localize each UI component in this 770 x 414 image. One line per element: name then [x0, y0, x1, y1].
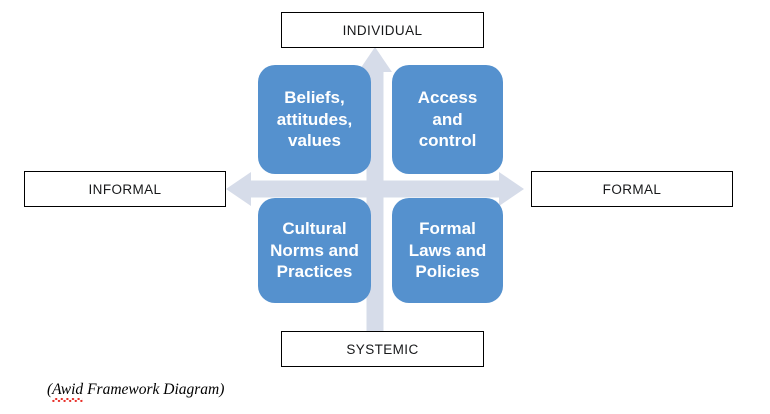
quadrant-line: Practices: [276, 262, 353, 282]
axis-label-individual-text: INDIVIDUAL: [342, 22, 423, 38]
quadrant-text: Cultural Norms and Practices: [270, 218, 359, 283]
axis-label-systemic[interactable]: SYSTEMIC: [281, 331, 484, 367]
quadrant-line: Formal: [419, 218, 476, 238]
caption-open-paren: (: [47, 381, 53, 398]
quadrant-line: attitudes,: [276, 109, 353, 129]
axis-label-informal-text: INFORMAL: [88, 181, 162, 197]
quadrant-text: Formal Laws and Policies: [409, 218, 486, 283]
quadrant-line: Laws and: [408, 240, 487, 260]
axis-label-individual[interactable]: INDIVIDUAL: [281, 12, 484, 48]
quadrant-line: Cultural: [282, 218, 347, 238]
quadrant-line: Policies: [415, 262, 480, 282]
quadrant-cultural-norms-and-practices[interactable]: Cultural Norms and Practices: [258, 198, 371, 303]
quadrant-line: Beliefs,: [284, 87, 345, 107]
axis-label-formal-text: FORMAL: [602, 181, 662, 197]
caption-rest: Framework Diagram): [83, 381, 225, 398]
quadrant-text: Beliefs, attitudes, values: [277, 87, 353, 152]
axis-label-systemic-text: SYSTEMIC: [346, 341, 419, 357]
quadrant-line: control: [418, 131, 477, 151]
caption-misspelled-word: Awid: [52, 381, 84, 402]
diagram-caption: (Awid Framework Diagram): [47, 381, 224, 399]
quadrant-line: Access and: [417, 87, 478, 129]
quadrant-line: Norms and: [270, 240, 359, 260]
quadrant-beliefs-attitudes-values[interactable]: Beliefs, attitudes, values: [258, 65, 371, 174]
axis-label-informal[interactable]: INFORMAL: [24, 171, 226, 207]
axis-label-formal[interactable]: FORMAL: [531, 171, 733, 207]
quadrant-formal-laws-and-policies[interactable]: Formal Laws and Policies: [392, 198, 503, 303]
quadrant-access-and-control[interactable]: Access and control: [392, 65, 503, 174]
quadrant-text: Access and control: [402, 87, 493, 152]
quadrant-line: values: [288, 131, 341, 151]
